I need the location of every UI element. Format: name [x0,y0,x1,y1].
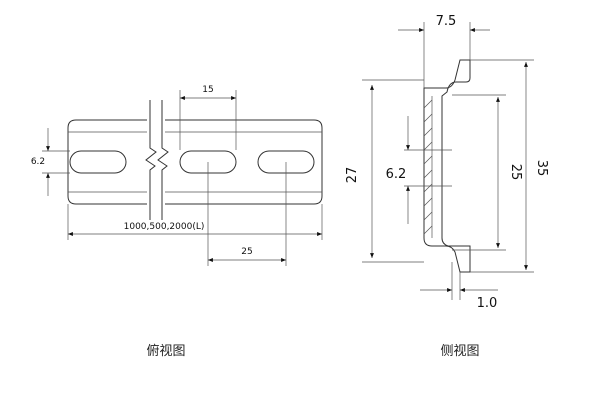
slot [69,150,127,174]
caption-top-view: 俯视图 [146,343,185,359]
dim-label-15: 15 [202,85,213,95]
dim-length: 1000,500,2000(L) [67,204,323,240]
section-hatch [423,99,433,235]
dim-total-height: 35 [470,59,549,273]
caption-side-view: 侧视图 [440,344,479,359]
dim-label-1-0: 1.0 [477,296,498,311]
dim-label-7-5: 7.5 [436,14,457,29]
dim-outer-height: 27 [345,79,424,263]
top-view: 15 6.2 1000,500,2000(L) 25 俯视图 [31,85,323,359]
dim-height: 6.2 [31,128,70,196]
dim-label-6-2-top: 6.2 [31,157,45,167]
rail-profile [423,59,471,273]
dim-label-27: 27 [345,167,360,184]
dim-label-6-2-side: 6.2 [386,167,407,182]
rail-outline [67,119,323,205]
dim-label-25-side: 25 [508,164,523,181]
dim-label-35: 35 [534,160,549,177]
dim-inner-height: 25 [452,94,523,251]
break-symbol [145,100,169,220]
dim-spacing: 25 [207,162,287,266]
dim-thickness: 1.0 [420,262,498,311]
dim-flange: 7.5 [398,14,490,88]
dim-slot-pitch: 15 [179,85,237,150]
dim-label-length: 1000,500,2000(L) [124,222,205,232]
side-view: 7.5 27 6.2 25 35 [345,14,549,359]
dim-slot: 6.2 [386,116,452,224]
dim-label-25-top: 25 [241,247,252,257]
